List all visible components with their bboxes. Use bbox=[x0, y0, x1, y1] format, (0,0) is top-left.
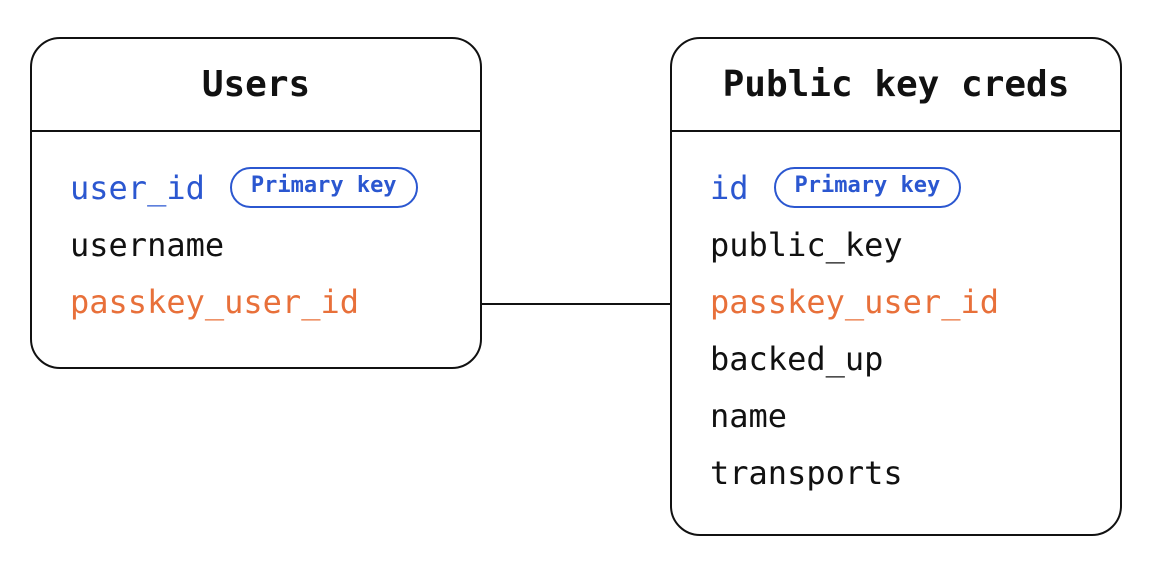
field-user-id: user_id Primary key bbox=[70, 159, 460, 216]
field-passkey-user-id-label: passkey_user_id bbox=[710, 282, 999, 321]
field-backed-up: backed_up bbox=[710, 330, 1100, 387]
field-passkey-user-id-label: passkey_user_id bbox=[70, 282, 359, 321]
field-id: id Primary key bbox=[710, 159, 1100, 216]
relationship-line bbox=[481, 303, 671, 305]
field-transports: transports bbox=[710, 444, 1100, 501]
users-table-title: Users bbox=[201, 64, 311, 105]
field-user-id-label: user_id bbox=[70, 168, 205, 207]
public-key-creds-table-header: Public key creds bbox=[672, 39, 1120, 132]
field-transports-label: transports bbox=[710, 453, 903, 492]
field-passkey-user-id: passkey_user_id bbox=[710, 273, 1100, 330]
public-key-creds-table-title: Public key creds bbox=[722, 64, 1070, 105]
field-name-label: name bbox=[710, 396, 788, 435]
field-username-label: username bbox=[70, 225, 225, 264]
field-backed-up-label: backed_up bbox=[710, 339, 884, 378]
primary-key-badge: Primary key bbox=[229, 167, 418, 208]
users-table-header: Users bbox=[32, 39, 480, 132]
field-public-key-label: public_key bbox=[710, 225, 903, 264]
users-table: Users user_id Primary key username passk… bbox=[30, 37, 482, 369]
public-key-creds-table-body: id Primary key public_key passkey_user_i… bbox=[672, 132, 1120, 501]
primary-key-badge: Primary key bbox=[773, 167, 962, 208]
field-public-key: public_key bbox=[710, 216, 1100, 273]
field-id-label: id bbox=[710, 168, 749, 207]
field-username: username bbox=[70, 216, 460, 273]
public-key-creds-table: Public key creds id Primary key public_k… bbox=[670, 37, 1122, 536]
users-table-body: user_id Primary key username passkey_use… bbox=[32, 132, 480, 330]
field-passkey-user-id: passkey_user_id bbox=[70, 273, 460, 330]
field-name: name bbox=[710, 387, 1100, 444]
